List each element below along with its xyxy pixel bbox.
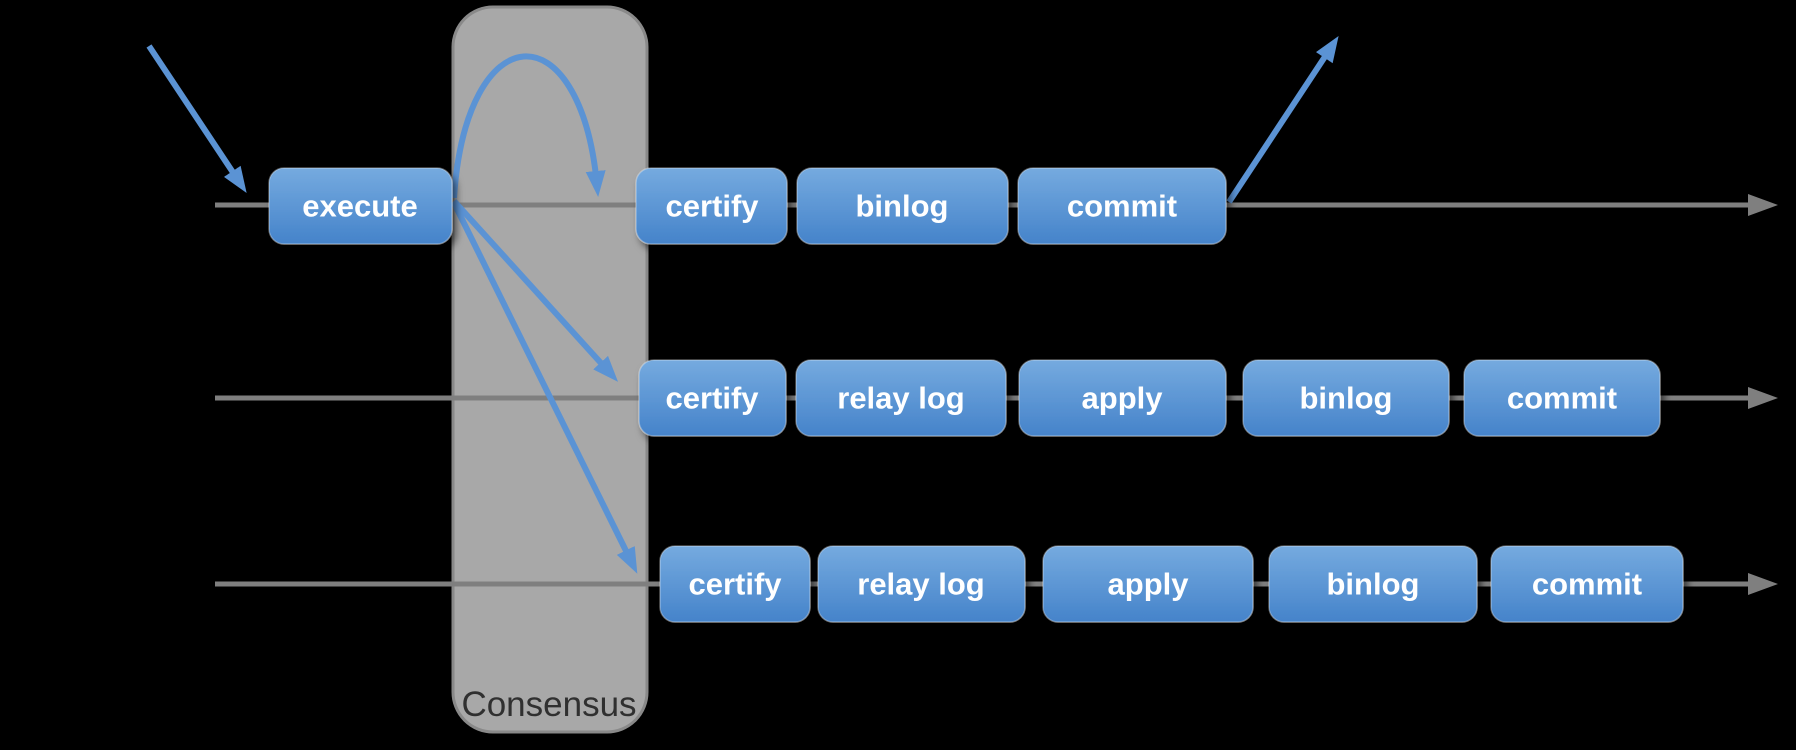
step-label: relay log bbox=[837, 381, 965, 416]
box-node2-apply: apply bbox=[1018, 359, 1227, 437]
box-node1-certify: certify bbox=[635, 167, 788, 245]
flow-arrows bbox=[146, 35, 1339, 574]
step-rect bbox=[1018, 359, 1227, 437]
box-node3-certify: certify bbox=[659, 545, 811, 623]
step-rect bbox=[1042, 545, 1254, 623]
box-node2-binlog: binlog bbox=[1242, 359, 1450, 437]
pipeline-node-3: certify relay log apply binlog commit bbox=[659, 545, 1684, 623]
box-node1-commit: commit bbox=[1017, 167, 1227, 245]
box-node3-relay-log: relay log bbox=[817, 545, 1026, 623]
step-label: relay log bbox=[857, 567, 985, 602]
box-node2-commit: commit bbox=[1463, 359, 1661, 437]
step-label: binlog bbox=[1327, 567, 1420, 602]
step-rect bbox=[795, 359, 1007, 437]
step-label: certify bbox=[688, 567, 782, 602]
box-node1-binlog: binlog bbox=[796, 167, 1009, 245]
step-rect bbox=[268, 167, 453, 245]
step-label: apply bbox=[1108, 567, 1190, 602]
consensus-arc-arrow-node-1 bbox=[451, 53, 606, 199]
step-label: commit bbox=[1532, 567, 1642, 602]
step-label: commit bbox=[1067, 189, 1177, 224]
step-label: execute bbox=[302, 189, 417, 224]
pipeline-node-1: execute certify binlog commit bbox=[268, 167, 1227, 245]
consensus-region: Consensus bbox=[451, 5, 649, 734]
box-node2-relay-log: relay log bbox=[795, 359, 1007, 437]
box-node2-certify: certify bbox=[638, 359, 787, 437]
step-label: apply bbox=[1082, 381, 1164, 416]
box-node1-execute: execute bbox=[268, 167, 453, 245]
step-rect bbox=[1463, 359, 1661, 437]
step-rect bbox=[638, 359, 787, 437]
step-label: commit bbox=[1507, 381, 1617, 416]
step-label: certify bbox=[665, 189, 759, 224]
step-rect bbox=[796, 167, 1009, 245]
step-rect bbox=[1017, 167, 1227, 245]
consensus-box bbox=[451, 5, 649, 734]
step-label: certify bbox=[665, 381, 759, 416]
step-rect bbox=[1268, 545, 1478, 623]
step-rect bbox=[635, 167, 788, 245]
broadcast-arrow-node-2 bbox=[451, 198, 619, 382]
box-node3-apply: apply bbox=[1042, 545, 1254, 623]
step-label: binlog bbox=[1300, 381, 1393, 416]
broadcast-arrow-node-3 bbox=[451, 201, 638, 574]
consensus-label: Consensus bbox=[461, 685, 636, 724]
step-label: binlog bbox=[856, 189, 949, 224]
step-rect bbox=[1490, 545, 1684, 623]
box-node3-binlog: binlog bbox=[1268, 545, 1478, 623]
pipeline-node-2: certify relay log apply binlog commit bbox=[638, 359, 1661, 437]
box-node3-commit: commit bbox=[1490, 545, 1684, 623]
outgoing-response-arrow bbox=[1226, 35, 1339, 204]
step-rect bbox=[659, 545, 811, 623]
step-rect bbox=[817, 545, 1026, 623]
step-rect bbox=[1242, 359, 1450, 437]
incoming-transaction-arrow bbox=[146, 44, 247, 193]
